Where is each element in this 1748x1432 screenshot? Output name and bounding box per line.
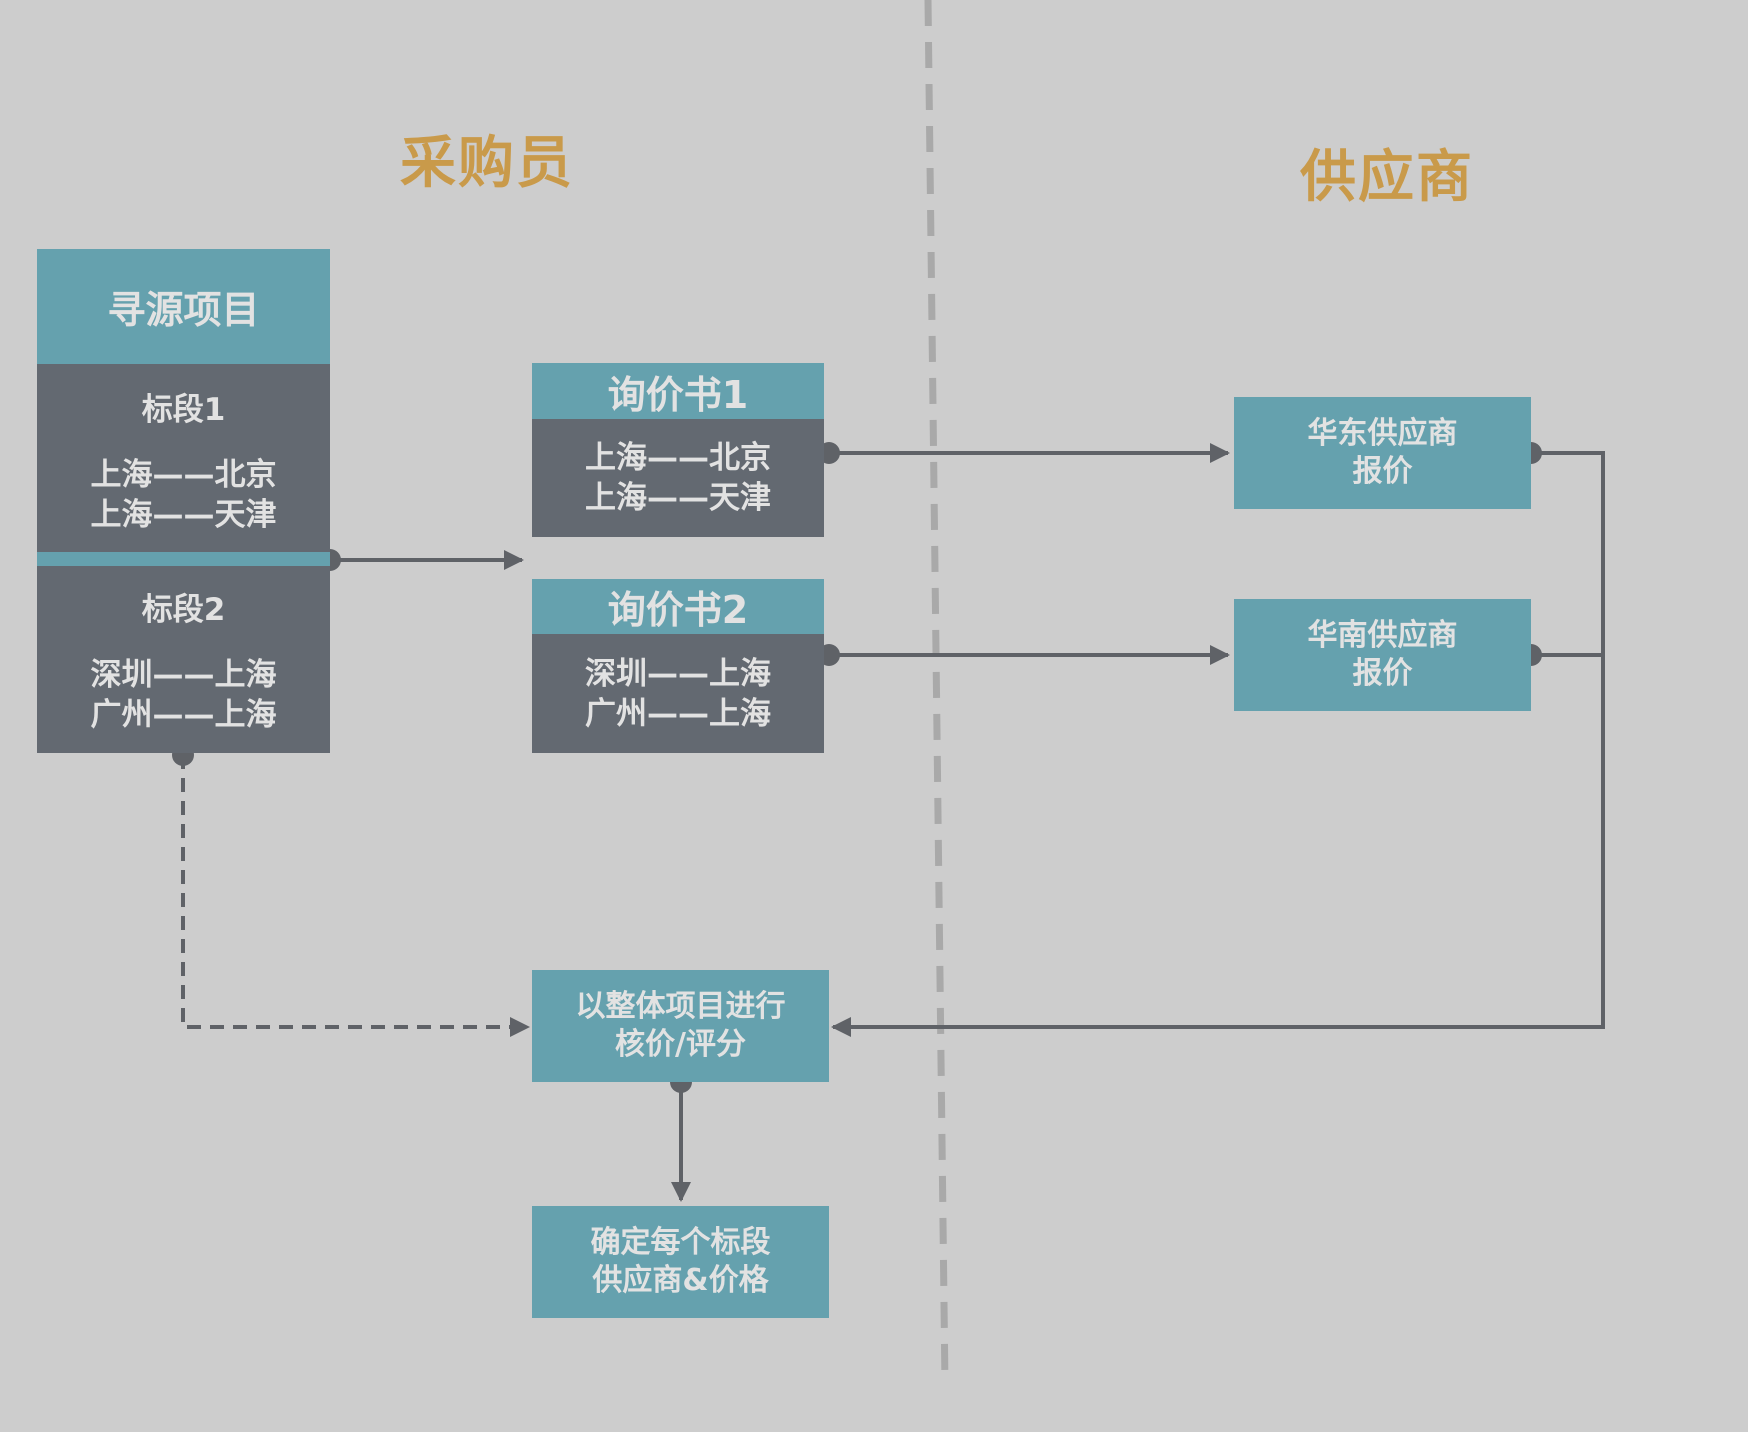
rfq-1-route-2: 上海——天津 <box>585 480 771 516</box>
evaluation-box: 以整体项目进行 核价/评分 <box>532 970 829 1082</box>
rfq-1-body: 上海——北京 上海——天津 <box>532 419 824 537</box>
connector-project-to-evaluation-dashed <box>181 755 530 1037</box>
rfq-1-title: 询价书1 <box>607 372 749 417</box>
decision-box: 确定每个标段 供应商&价格 <box>532 1206 829 1318</box>
south-supplier-quote-line-1: 华南供应商 <box>1307 618 1458 653</box>
rfq-1-header: 询价书1 <box>532 363 824 419</box>
connector-quotes-to-evaluation <box>831 451 1605 1037</box>
east-supplier-quote-line-1: 华东供应商 <box>1307 416 1458 451</box>
lot-2-name: 标段2 <box>141 592 226 628</box>
lot-1-name: 标段1 <box>141 392 226 428</box>
lot-separator <box>37 552 330 566</box>
sourcing-project-title: 寻源项目 <box>107 288 260 332</box>
lot-1-route-2: 上海——天津 <box>90 497 277 533</box>
decision-line-1: 确定每个标段 <box>590 1225 771 1260</box>
rfq-1-route-1: 上海——北京 <box>585 440 771 476</box>
rfq-2-header: 询价书2 <box>532 579 824 634</box>
east-supplier-quote-line-2: 报价 <box>1352 454 1413 489</box>
lot-2-route-2: 广州——上海 <box>90 697 277 733</box>
lot-1-route-1: 上海——北京 <box>90 457 277 493</box>
east-supplier-quote: 华东供应商 报价 <box>1234 397 1531 509</box>
lot-2-route-1: 深圳——上海 <box>90 657 277 693</box>
evaluation-line-2: 核价/评分 <box>615 1027 746 1062</box>
evaluation-line-1: 以整体项目进行 <box>575 989 786 1024</box>
buyer-lane-heading: 采购员 <box>400 131 574 196</box>
rfq-2-title: 询价书2 <box>607 588 749 632</box>
lot-2-panel: 标段2 深圳——上海 广州——上海 <box>37 566 330 753</box>
south-supplier-quote-line-2: 报价 <box>1352 656 1413 691</box>
decision-line-2: 供应商&价格 <box>592 1263 769 1298</box>
lane-divider <box>924 0 949 1386</box>
south-supplier-quote: 华南供应商 报价 <box>1234 599 1531 711</box>
sourcing-project-header: 寻源项目 <box>37 249 330 364</box>
rfq-2-route-1: 深圳——上海 <box>585 655 771 692</box>
supplier-lane-heading: 供应商 <box>1300 145 1474 210</box>
rfq-2-body: 深圳——上海 广州——上海 <box>532 634 824 753</box>
lot-1-panel: 标段1 上海——北京 上海——天津 <box>37 364 330 552</box>
rfq-2-route-2: 广州——上海 <box>585 695 771 732</box>
